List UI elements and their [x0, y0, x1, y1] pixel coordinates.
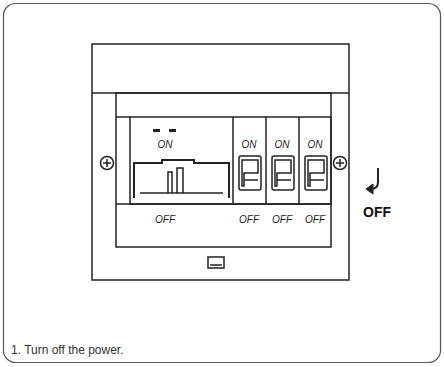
- switch-state-label: OFF: [239, 215, 259, 225]
- breaker-toggle: [305, 156, 327, 190]
- inner-frame: [116, 93, 331, 247]
- breaker-toggle: [272, 156, 294, 190]
- indicator: [153, 129, 160, 132]
- breaker-divider: [265, 117, 267, 204]
- frame-line: [116, 116, 130, 118]
- switch-state-label: ON: [242, 140, 257, 150]
- breaker-strip: [130, 117, 331, 204]
- card-border: [4, 4, 441, 363]
- indicator: [169, 129, 176, 132]
- screw: [334, 157, 347, 170]
- switch-state-label: ON: [308, 140, 323, 150]
- arrow-head: [366, 184, 373, 194]
- switch-state-label: OFF: [155, 215, 175, 225]
- switch-state-label: ON: [275, 140, 290, 150]
- switch-state-label: ON: [158, 140, 173, 150]
- latch: [208, 257, 224, 268]
- panel-housing: [92, 44, 349, 280]
- switch-state-label: OFF: [272, 215, 292, 225]
- step-caption: 1. Turn off the power.: [11, 344, 124, 356]
- latch: [210, 264, 222, 266]
- screw: [101, 157, 114, 170]
- breaker-divider: [298, 117, 300, 204]
- main-breaker-toggle: [134, 160, 229, 198]
- switch-state-label: OFF: [305, 215, 325, 225]
- off-direction-label: OFF: [363, 205, 391, 219]
- breaker-toggle: [239, 156, 261, 190]
- breaker-divider: [232, 117, 234, 204]
